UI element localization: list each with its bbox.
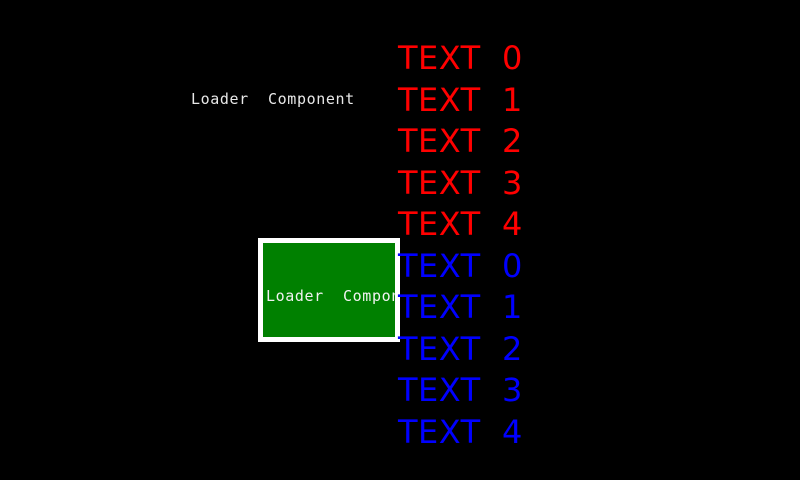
text-row: TEXT 0: [398, 39, 523, 77]
loader-component-panel-label: Loader Component: [266, 287, 400, 305]
text-row: TEXT 3: [398, 163, 523, 202]
loader-component-label-top: Loader Component: [191, 90, 355, 108]
text-row: TEXT 3: [398, 371, 523, 409]
text-row: TEXT 2: [398, 122, 523, 160]
text-row: TEXT 1: [398, 288, 523, 326]
text-row: TEXT 2: [398, 329, 523, 368]
text-row: TEXT 0: [398, 246, 523, 285]
loader-component-panel[interactable]: Loader Component: [258, 238, 400, 342]
text-row: TEXT 4: [398, 412, 523, 451]
text-row: TEXT 1: [398, 80, 523, 119]
text-row: TEXT 4: [398, 205, 523, 243]
